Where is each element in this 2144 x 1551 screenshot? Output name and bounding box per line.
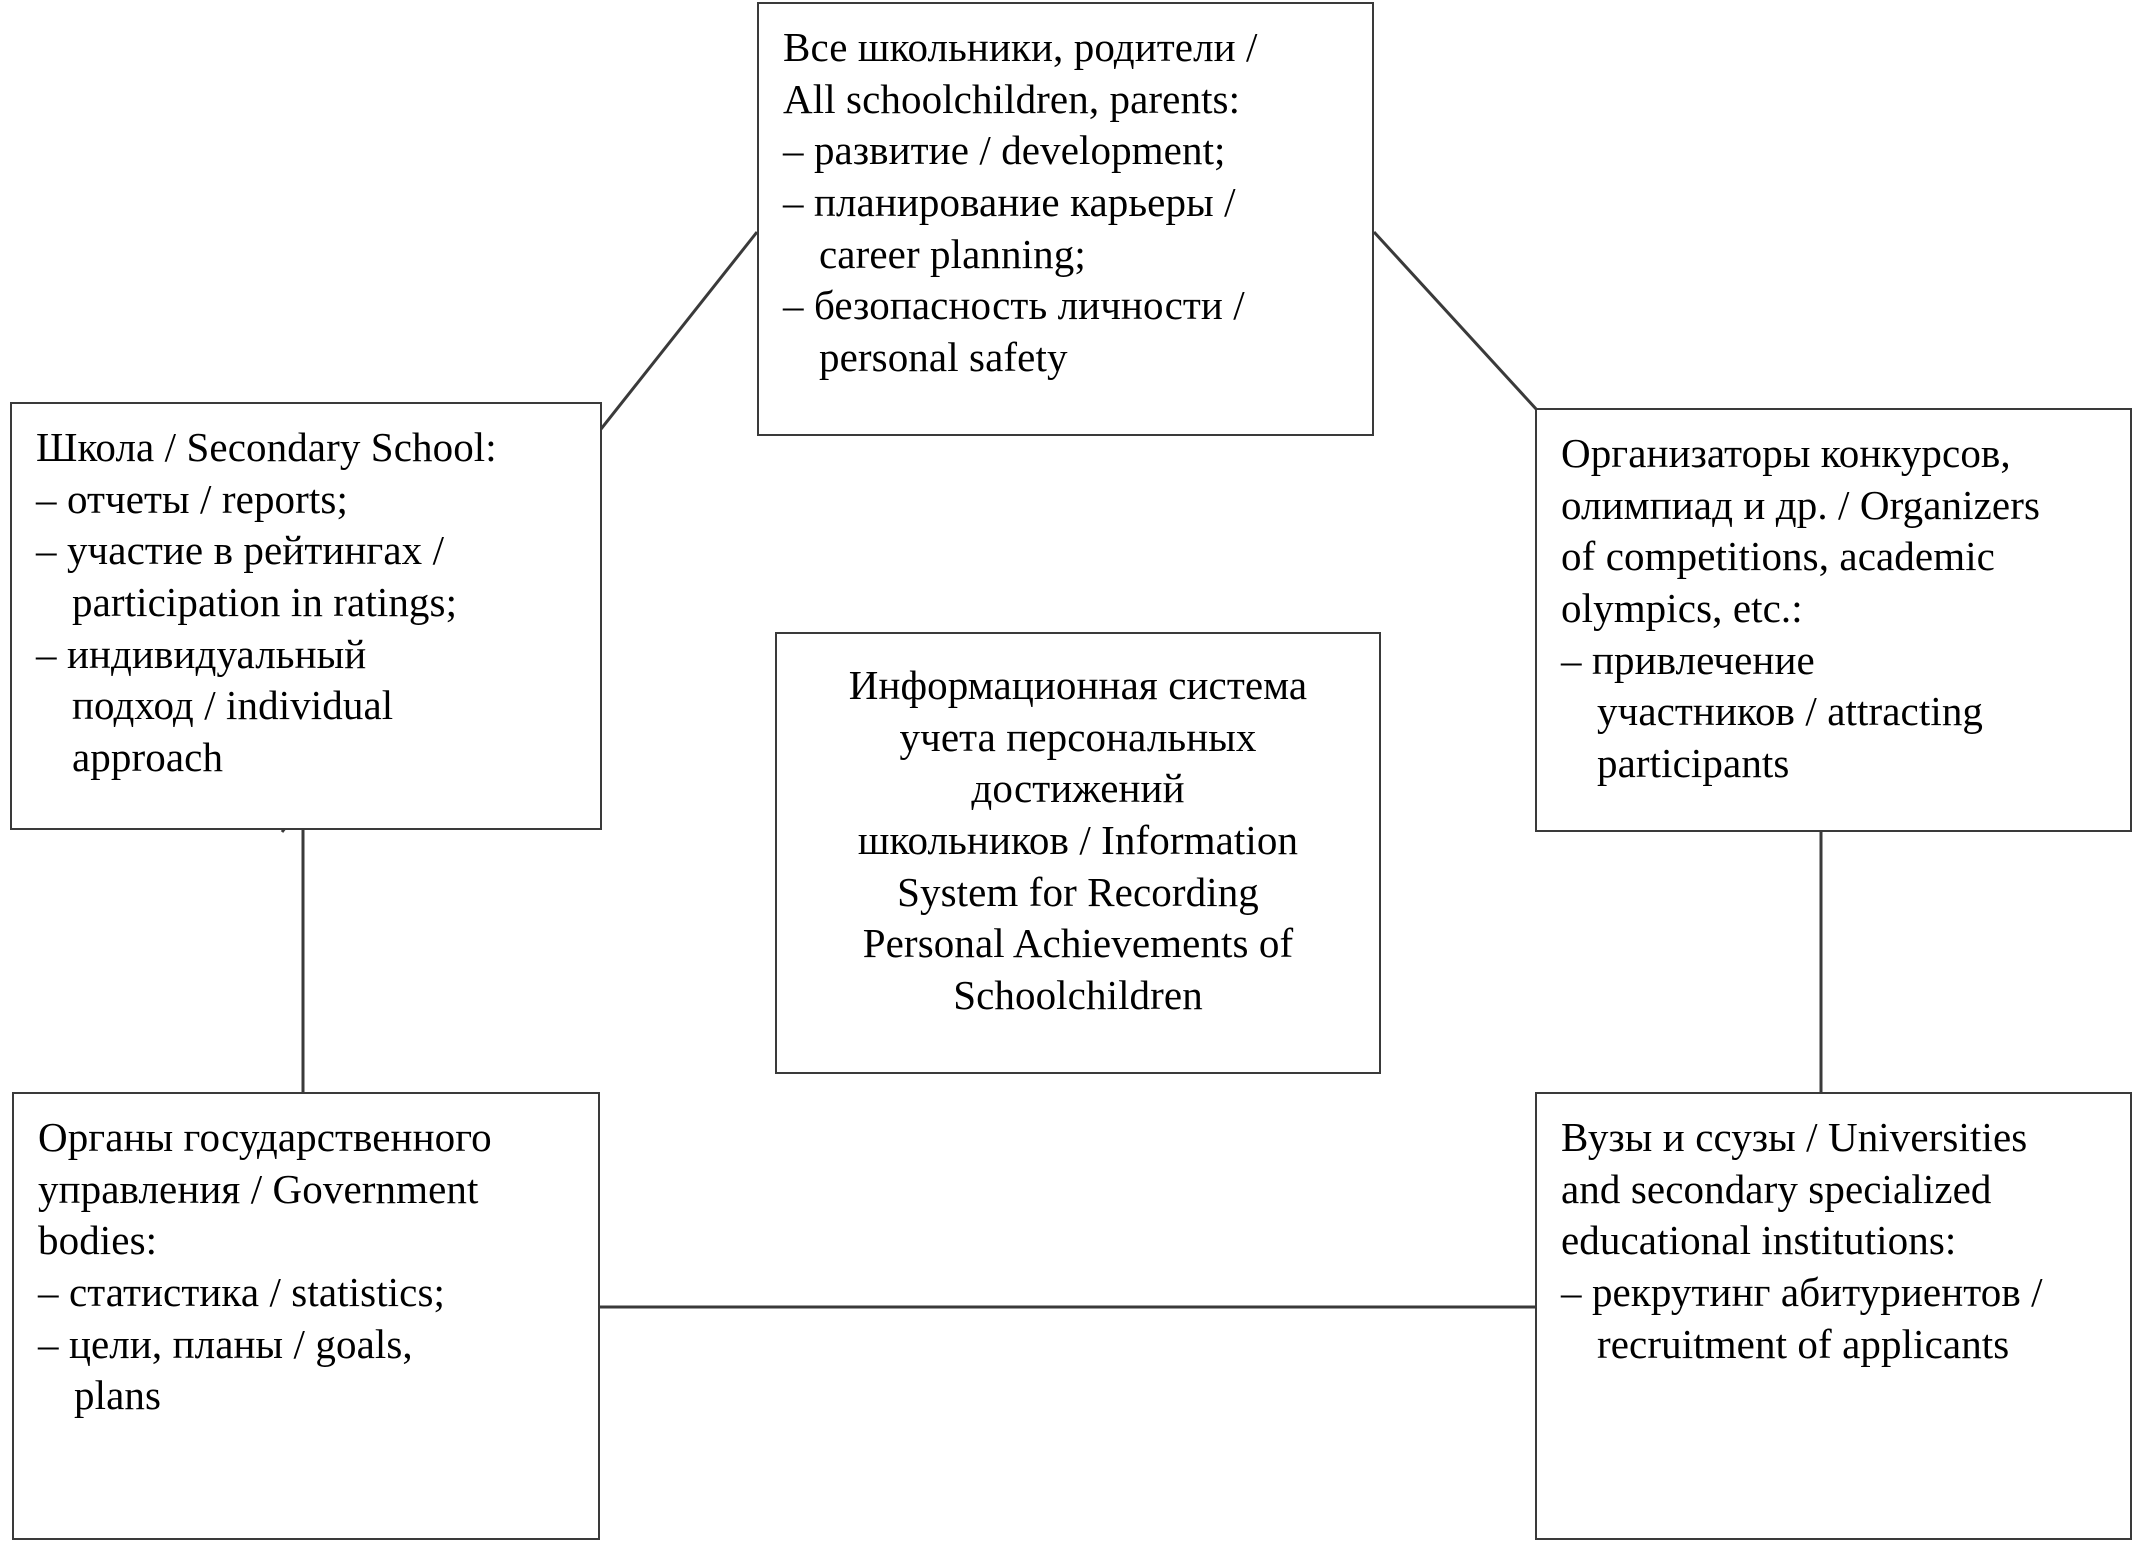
node-all-schoolchildren-parents[interactable]: Все школьники, родители / All schoolchild… xyxy=(757,2,1374,436)
node-text-line: Schoolchildren xyxy=(953,971,1203,1018)
node-information-system[interactable]: Информационная система учета персональных… xyxy=(775,632,1381,1074)
node-text-line: – участие в рейтингах / xyxy=(36,527,445,574)
node-text-line: plans xyxy=(74,1372,162,1419)
node-text-line: управления / Government xyxy=(38,1165,479,1212)
node-text-line: All schoolchildren, parents: xyxy=(783,75,1241,122)
node-text-line: of competitions, academic xyxy=(1561,533,1995,580)
node-text-line: participants xyxy=(1597,739,1790,786)
node-text-line: – цели, планы / goals, xyxy=(38,1320,413,1367)
node-universities-and-colleges[interactable]: Вузы и ссузы / Universities and secondary… xyxy=(1535,1092,2132,1540)
node-text-line: approach xyxy=(72,733,224,780)
node-text-line: Организаторы конкурсов, xyxy=(1561,430,2011,476)
node-text-line: Все школьники, родители / xyxy=(783,24,1258,70)
node-text-line: Информационная система xyxy=(848,662,1308,708)
node-text-line: Школа / Secondary School: xyxy=(36,424,497,470)
node-text-line: Вузы и ссузы / Universities xyxy=(1561,1114,2028,1160)
node-text-line: System for Recording xyxy=(897,868,1259,915)
node-text-line: участников / attracting xyxy=(1597,688,1984,735)
connector-schoolchildren-to-organizers xyxy=(1372,230,1539,412)
node-text-line: recruitment of applicants xyxy=(1597,1320,2010,1367)
node-text-line: personal safety xyxy=(819,333,1068,380)
node-text-line: подход / individual xyxy=(72,682,394,729)
node-text-line: olympics, etc.: xyxy=(1561,584,1803,631)
node-text-line: – индивидуальный xyxy=(36,630,367,677)
node-text-line: participation in ratings; xyxy=(72,578,458,625)
node-text-line: – планирование карьеры / xyxy=(783,178,1236,225)
node-text-line: bodies: xyxy=(38,1217,158,1264)
node-text-line: школьников / Information xyxy=(857,816,1299,863)
node-text-line: Органы государственного xyxy=(38,1114,492,1160)
node-text-line: – привлечение xyxy=(1561,636,1815,683)
node-text-line: олимпиад и др. / Organizers xyxy=(1561,481,2041,528)
node-text-line: educational institutions: xyxy=(1561,1217,1957,1264)
node-text-line: – статистика / statistics; xyxy=(38,1268,446,1315)
node-government-bodies[interactable]: Органы государственного управления / Gove… xyxy=(12,1092,600,1540)
node-text-line: учета персональных xyxy=(899,713,1257,760)
node-text-line: – развитие / development; xyxy=(783,127,1226,174)
node-text-line: career planning; xyxy=(819,230,1086,277)
node-text-line: Personal Achievements of xyxy=(862,920,1294,967)
node-text-line: – рекрутинг абитуриентов / xyxy=(1561,1268,2043,1315)
node-text-line: достижений xyxy=(971,765,1185,812)
node-text-line: – безопасность личности / xyxy=(783,282,1245,329)
node-organizers-of-competitions[interactable]: Организаторы конкурсов, олимпиад и др. / … xyxy=(1535,408,2132,832)
node-text-line: – отчеты / reports; xyxy=(36,475,348,522)
node-text-line: and secondary specialized xyxy=(1561,1165,1992,1212)
node-secondary-school[interactable]: Школа / Secondary School: – отчеты / repo… xyxy=(10,402,602,830)
